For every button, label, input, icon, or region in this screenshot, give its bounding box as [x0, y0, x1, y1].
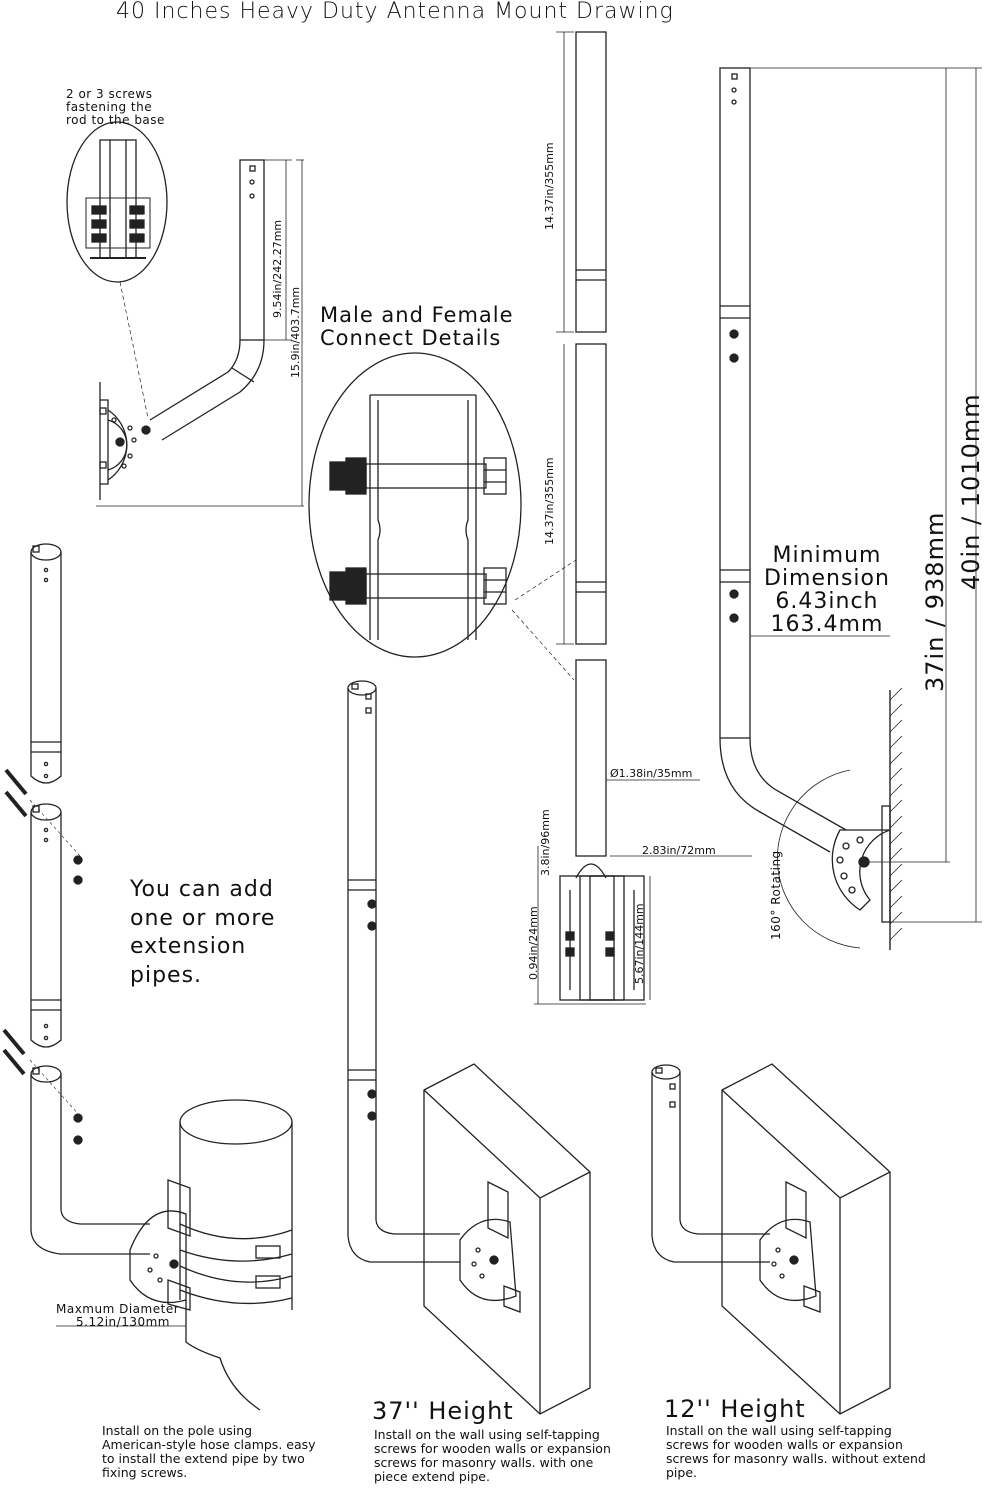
wall-mount-37-view [347, 680, 591, 1415]
screws-note: 2 or 3 screws fastening the rod to the b… [66, 87, 165, 128]
pipe-middle-dimension: 14.37in/355mm [543, 457, 556, 545]
max-diameter-value: 5.12in/130mm [76, 1315, 170, 1329]
height-12-caption: Install on the wall using self-tapping s… [666, 1423, 926, 1480]
screw-detail-view [66, 121, 168, 419]
height-40-dimension: 40in / 1010mm [957, 393, 984, 590]
base-height-dimension: 5.67in/144mm [633, 903, 646, 984]
wall-mount-12-view [651, 1063, 891, 1415]
page-title: 40 Inches Heavy Duty Antenna Mount Drawi… [116, 0, 674, 24]
pole-install-caption: Install on the pole using American-style… [102, 1423, 316, 1480]
height-37-caption: Install on the wall using self-tapping s… [374, 1427, 611, 1484]
extension-note: You can add one or more extension pipes. [130, 877, 276, 988]
base-top-dimension: 3.8in/96mm [539, 809, 552, 876]
pole-mount-view [30, 1065, 293, 1411]
height-37-title: 37'' Height [372, 1397, 514, 1425]
height-37-dimension: 37in / 938mm [921, 511, 949, 692]
arm-total-dimension: 15.9in/403.7mm [289, 286, 302, 378]
pipe-upper-dimension: 14.37in/355mm [543, 142, 556, 230]
pipe-diameter-dimension: Ø1.38in/35mm [610, 767, 693, 780]
rotating-note: 160° Rotating [769, 850, 783, 940]
extension-pipes-exploded [2, 543, 83, 1145]
connect-detail-view [308, 352, 577, 681]
arm-short-dimension: 9.54in/242.27mm [271, 219, 284, 318]
full-height-assembly-view [719, 67, 982, 950]
max-diameter-label: Maxmum Diameter [56, 1302, 180, 1316]
base-width-dimension: 2.83in/72mm [642, 844, 716, 857]
exploded-pipe-sections [534, 31, 752, 1005]
height-12-title: 12'' Height [664, 1395, 806, 1423]
base-offset-dimension: 0.94in/24mm [527, 906, 540, 980]
male-female-note: Male and Female Connect Details [320, 303, 514, 351]
min-dimension-note: Minimum Dimension 6.43inch 163.4mm [764, 543, 890, 638]
short-arm-side-view [96, 159, 304, 507]
